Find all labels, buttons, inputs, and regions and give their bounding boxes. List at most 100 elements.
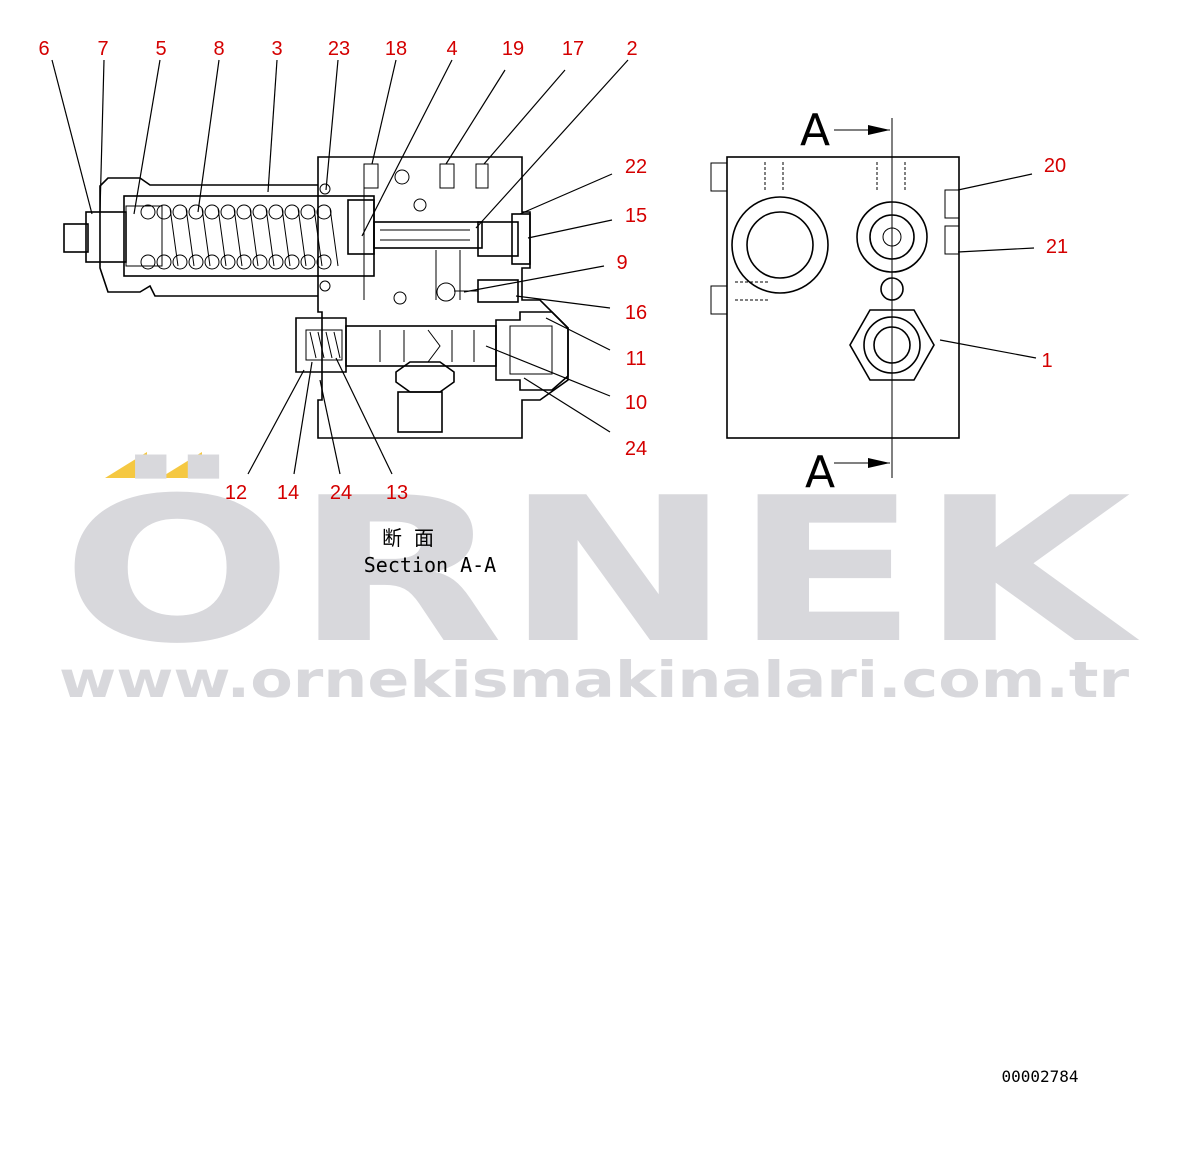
callout-2: 2 xyxy=(626,38,637,60)
spring-coil xyxy=(188,204,204,220)
hex-port xyxy=(849,309,935,381)
top-port-19 xyxy=(475,163,489,189)
callout-19: 19 xyxy=(502,38,524,60)
callout-4: 4 xyxy=(446,38,457,60)
top-port-4 xyxy=(439,163,455,189)
spring-coil xyxy=(284,204,300,220)
watermark-brand: ÖRNEK xyxy=(61,454,1141,688)
spring-coil xyxy=(140,204,156,220)
port-hole xyxy=(413,198,427,212)
spring-coil xyxy=(156,254,172,270)
watermark-accent-right xyxy=(160,452,202,478)
watermark-url: www.ornekismakinalari.com.tr xyxy=(59,651,1129,709)
leader-lines xyxy=(51,59,1037,475)
side-tab xyxy=(944,225,960,255)
port-hole xyxy=(319,280,331,292)
poppet xyxy=(477,221,519,257)
top-port-18 xyxy=(363,163,379,189)
section-caption-jp: 断 面 xyxy=(382,526,434,550)
side-body xyxy=(726,156,960,439)
bottom-port xyxy=(397,391,443,433)
spring-coil xyxy=(140,254,156,270)
spring-coil xyxy=(252,204,268,220)
relief-spring-coils xyxy=(309,331,341,359)
spring-coil xyxy=(172,254,188,270)
spring-coil xyxy=(156,204,172,220)
section-arrowhead-top xyxy=(868,125,890,135)
plug-11-inner xyxy=(509,325,553,375)
spring-coil xyxy=(220,254,236,270)
spring-coil xyxy=(204,254,220,270)
spring-coil xyxy=(316,254,332,270)
spring-coil xyxy=(220,204,236,220)
port-hole xyxy=(319,183,331,195)
plunger xyxy=(347,199,375,255)
port-hole xyxy=(436,282,456,302)
side-tab xyxy=(710,285,728,315)
bottom-fitting xyxy=(395,361,455,393)
callout-6: 6 xyxy=(38,38,49,60)
section-caption-en: Section A-A xyxy=(364,553,496,577)
spring-coil xyxy=(268,254,284,270)
spring-coil xyxy=(172,204,188,220)
drawing-number: 00002784 xyxy=(1001,1067,1078,1086)
end-plug xyxy=(63,223,89,253)
spring-coil xyxy=(204,204,220,220)
spring-coil xyxy=(236,254,252,270)
spring-coil xyxy=(268,204,284,220)
large-port-inner xyxy=(746,211,814,279)
callout-24-right: 24 xyxy=(625,438,647,460)
callout-5: 5 xyxy=(155,38,166,60)
callout-17: 17 xyxy=(562,38,584,60)
spring-coil xyxy=(236,204,252,220)
callout-18: 18 xyxy=(385,38,407,60)
port-hole xyxy=(394,169,410,185)
actuator-housing xyxy=(99,177,318,297)
spool-sleeve xyxy=(373,221,483,249)
callout-21: 21 xyxy=(1046,236,1068,258)
spring-coil xyxy=(316,204,332,220)
large-port xyxy=(731,196,829,294)
spring-coil xyxy=(188,254,204,270)
callout-16: 16 xyxy=(625,302,647,324)
callout-11: 11 xyxy=(626,348,647,370)
spring-coil xyxy=(300,254,316,270)
side-tab xyxy=(710,162,728,192)
side-tab xyxy=(944,189,960,219)
relief-cap-12 xyxy=(295,317,347,373)
relief-spring-14 xyxy=(305,329,343,361)
lower-spool xyxy=(379,329,475,363)
callout-24-bottom: 24 xyxy=(330,482,352,504)
hidden-drilling xyxy=(735,162,906,301)
callout-8: 8 xyxy=(213,38,224,60)
section-view xyxy=(63,156,569,439)
callout-13: 13 xyxy=(386,482,408,504)
spring-coil xyxy=(252,254,268,270)
port-hole xyxy=(393,291,407,305)
callout-20: 20 xyxy=(1044,155,1066,177)
section-letter-top: A xyxy=(800,105,830,156)
callout-7: 7 xyxy=(97,38,108,60)
callout-9: 9 xyxy=(616,252,627,274)
spring-coils xyxy=(140,204,332,270)
callout-22: 22 xyxy=(625,156,647,178)
watermark-accent-left xyxy=(105,452,147,478)
side-view: A A xyxy=(710,105,960,498)
section-letter-bottom: A xyxy=(805,447,835,498)
watermark: ÖRNEK www.ornekismakinalari.com.tr xyxy=(59,452,1141,709)
callout-3: 3 xyxy=(271,38,282,60)
callout-23: 23 xyxy=(328,38,350,60)
callout-15: 15 xyxy=(625,205,647,227)
seal-5 xyxy=(125,205,163,267)
end-cap xyxy=(85,211,127,263)
section-arrowhead-bottom xyxy=(868,458,890,468)
spring-coil xyxy=(284,254,300,270)
spring-coil xyxy=(300,204,316,220)
plug-11 xyxy=(495,311,569,391)
callout-14: 14 xyxy=(277,482,299,504)
callout-10: 10 xyxy=(625,392,647,414)
callout-1: 1 xyxy=(1041,350,1052,372)
callout-numbers: 6 7 5 8 3 23 18 4 19 17 2 22 15 9 16 11 … xyxy=(38,38,1068,504)
spring-8 xyxy=(169,207,339,267)
